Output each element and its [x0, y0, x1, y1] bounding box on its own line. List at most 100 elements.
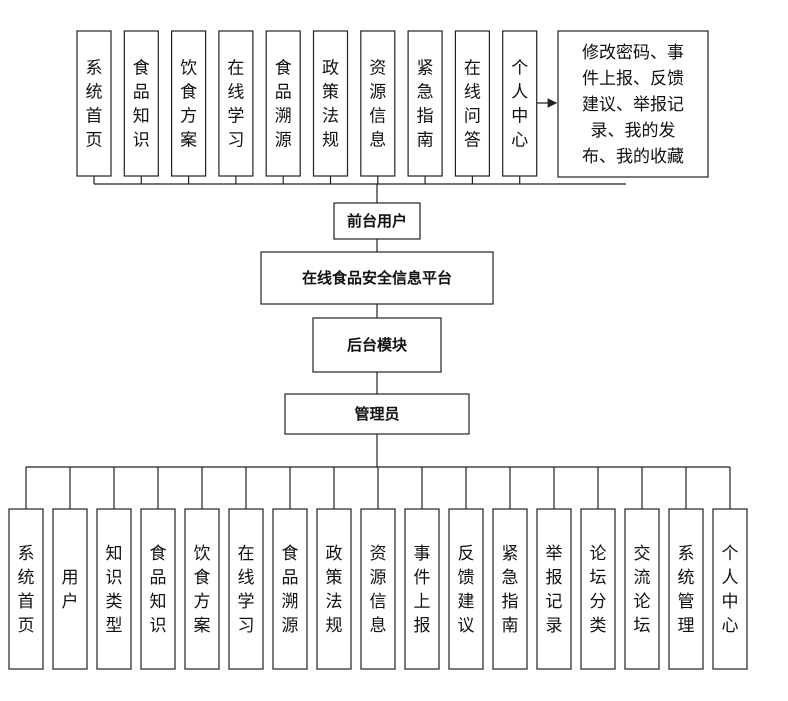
- top-module-box-0: [76, 30, 112, 177]
- top-module-label-8-char-1: 线: [464, 83, 481, 103]
- top-module-box-3: [218, 30, 254, 177]
- top-module-label-5-char-1: 策: [322, 83, 339, 103]
- bottom-module-label-14-char-1: 流: [634, 568, 651, 588]
- bottom-module-label-9-char-2: 上: [414, 592, 431, 612]
- top-module-label-4-char-0: 食: [275, 59, 292, 79]
- bottom-module-label-7-char-3: 规: [326, 616, 343, 636]
- bottom-module-label-16-char-2: 中: [722, 592, 739, 612]
- bottom-module-label-16-char-0: 个: [722, 544, 739, 564]
- bottom-module-label-1-char-1: 户: [62, 592, 79, 612]
- top-module-label-6-char-1: 源: [369, 83, 386, 103]
- platform-box: [260, 251, 494, 305]
- bottom-module-label-16-char-1: 人: [722, 568, 739, 588]
- bottom-module-box-5: [228, 508, 264, 670]
- bottom-module-label-9-char-3: 报: [414, 616, 431, 636]
- bottom-module-label-7-char-2: 法: [326, 592, 343, 612]
- bottom-module-label-8-char-1: 源: [370, 568, 387, 588]
- admin-node: 管理员: [284, 393, 470, 435]
- detail-line-1: 修改密码、事: [582, 43, 684, 63]
- bottom-module-label-7-char-0: 政: [326, 544, 343, 564]
- bottom-module-label-12-char-1: 报: [546, 568, 563, 588]
- admin-label: 管理员: [354, 405, 399, 423]
- top-module-label-1-char-2: 知: [133, 107, 150, 127]
- top-module-box-9: [502, 30, 538, 177]
- bottom-module-label-13-char-2: 分: [590, 592, 607, 612]
- bottom-module-label-11-char-2: 指: [502, 592, 519, 612]
- top-module-label-2-char-1: 食: [180, 83, 197, 103]
- top-module-label-8-char-2: 问: [464, 107, 481, 127]
- bottom-module-label-4-char-2: 方: [194, 592, 211, 612]
- bottom-module-label-0-char-3: 页: [18, 616, 35, 636]
- top-module-label-3-char-0: 在: [227, 59, 244, 79]
- bottom-module-box-13: [580, 508, 616, 670]
- top-module-box-4: [265, 30, 301, 177]
- top-module-box-5: [312, 30, 349, 177]
- bottom-module-label-5-char-3: 习: [238, 616, 255, 636]
- personal-center-detail-box: [557, 30, 709, 178]
- top-module-label-4-char-1: 品: [275, 83, 292, 103]
- top-module-box-1: [123, 30, 159, 177]
- bottom-module-label-12-char-3: 录: [546, 616, 563, 636]
- bottom-module-label-13-char-1: 坛: [590, 568, 607, 588]
- top-module-label-8-char-3: 答: [464, 131, 481, 151]
- bottom-module-label-12-char-2: 记: [546, 592, 563, 612]
- bottom-module-label-5-char-0: 在: [238, 544, 255, 564]
- bottom-module-box-10: [448, 508, 484, 670]
- personal-center-detail-node: 修改密码、事 件上报、反馈 建议、举报记 录、我的发 布、我的收藏: [557, 30, 709, 178]
- bottom-module-label-15-char-0: 系: [678, 544, 695, 564]
- bottom-module-label-16-char-3: 心: [722, 616, 739, 636]
- top-module-label-5-char-3: 规: [322, 131, 339, 151]
- bottom-module-node-1: 用户: [52, 467, 88, 670]
- top-module-label-5-char-0: 政: [322, 59, 339, 79]
- top-module-label-1-char-0: 食: [133, 59, 150, 79]
- top-module-box-2: [171, 30, 207, 177]
- top-module-label-9-char-0: 个: [511, 59, 528, 79]
- bottom-module-box-16: [712, 508, 748, 670]
- top-module-label-0-char-1: 统: [86, 83, 103, 103]
- bottom-module-box-14: [624, 508, 660, 670]
- bottom-module-label-10-char-1: 馈: [458, 568, 475, 588]
- top-module-label-7-char-3: 南: [417, 131, 434, 151]
- bottom-module-label-11-char-3: 南: [502, 616, 519, 636]
- top-module-label-8-char-0: 在: [464, 59, 481, 79]
- bottom-module-label-0-char-2: 首: [18, 592, 35, 612]
- bottom-module-label-10-char-2: 建: [458, 592, 475, 612]
- bottom-module-label-0-char-1: 统: [18, 568, 35, 588]
- bottom-module-label-9-char-0: 事: [414, 544, 431, 564]
- platform-node: 在线食品安全信息平台: [260, 251, 494, 305]
- bottom-module-label-6-char-3: 源: [282, 616, 299, 636]
- bottom-module-label-15-char-3: 理: [678, 616, 695, 636]
- bottom-module-label-7-char-1: 策: [326, 568, 343, 588]
- top-module-label-7-char-1: 急: [417, 83, 434, 103]
- top-module-label-3-char-3: 习: [227, 131, 244, 151]
- bottom-module-label-6-char-2: 溯: [282, 592, 299, 612]
- top-module-label-7-char-0: 紧: [417, 59, 434, 79]
- bottom-module-label-3-char-1: 品: [150, 568, 167, 588]
- bottom-module-label-4-char-3: 案: [194, 616, 211, 636]
- bottom-module-box-15: [668, 508, 704, 670]
- front-user-box: [333, 202, 421, 240]
- top-module-label-3-char-1: 线: [227, 83, 244, 103]
- top-module-label-0-char-2: 首: [86, 107, 103, 127]
- bottom-module-label-3-char-2: 知: [150, 592, 167, 612]
- detail-line-4: 录、我的发: [591, 121, 676, 141]
- top-module-label-1-char-3: 识: [133, 131, 150, 151]
- bottom-module-label-6-char-0: 食: [282, 544, 299, 564]
- top-module-label-9-char-3: 心: [511, 131, 528, 151]
- bottom-module-label-14-char-0: 交: [634, 544, 651, 564]
